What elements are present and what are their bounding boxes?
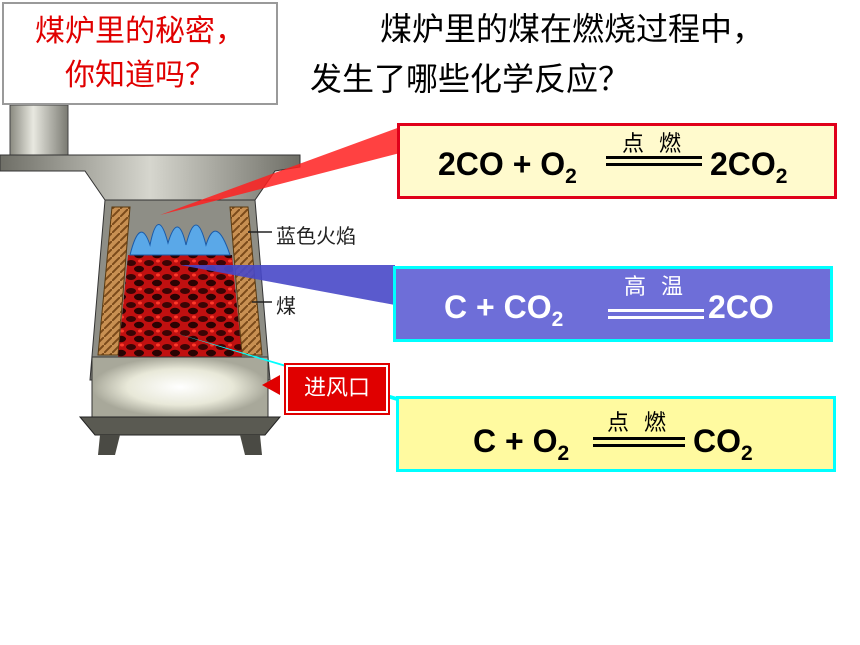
equation-1-condition: 点 燃 [622, 132, 685, 157]
chimney-pipe [9, 105, 69, 161]
stove-base [78, 416, 282, 436]
label-coal: 煤 [276, 294, 296, 318]
title-box: 煤炉里的秘密， 你知道吗？ [2, 2, 278, 105]
equation-3-right: CO2 [693, 423, 753, 465]
equation-1-left: 2CO + O2 [438, 146, 577, 188]
equation-box-3: 点 燃 C + O2 CO2 [396, 396, 836, 472]
equation-2-left: C + CO2 [444, 289, 564, 331]
ash-chamber [91, 356, 269, 418]
equation-3-left: C + O2 [473, 423, 570, 465]
equation-box-1: 点 燃 2CO + O2 2CO2 [397, 123, 837, 199]
equation-2-right: 2CO [708, 289, 774, 325]
question-line-2: 发生了哪些化学反应？ [310, 60, 631, 98]
label-blue-flame: 蓝色火焰 [276, 224, 356, 248]
stove-top-plate [0, 154, 301, 201]
equation-2-condition: 高 温 [624, 275, 687, 300]
equation-1-right: 2CO2 [710, 146, 788, 188]
brick-lining-left [97, 206, 131, 356]
question-line-1: 煤炉里的煤在燃烧过程中， [380, 10, 765, 48]
title-line-1: 煤炉里的秘密， [35, 14, 245, 49]
vent-arrow-icon [262, 375, 280, 395]
equation-3-condition: 点 燃 [607, 411, 670, 436]
label-air-inlet: 进风口 [284, 363, 390, 415]
pointer-flame [160, 127, 400, 215]
pointer-coal-top [180, 265, 395, 305]
brick-lining-right [229, 206, 263, 356]
stove-legs [98, 435, 262, 455]
coal-bed [118, 255, 242, 357]
title-line-2: 你知道吗？ [65, 58, 215, 93]
coal-stove-illustration [0, 105, 400, 455]
equation-box-2: 高 温 C + CO2 2CO [393, 266, 833, 342]
blue-flame [129, 224, 231, 256]
question-text: 煤炉里的煤在燃烧过程中， 发生了哪些化学反应？ [310, 4, 855, 104]
